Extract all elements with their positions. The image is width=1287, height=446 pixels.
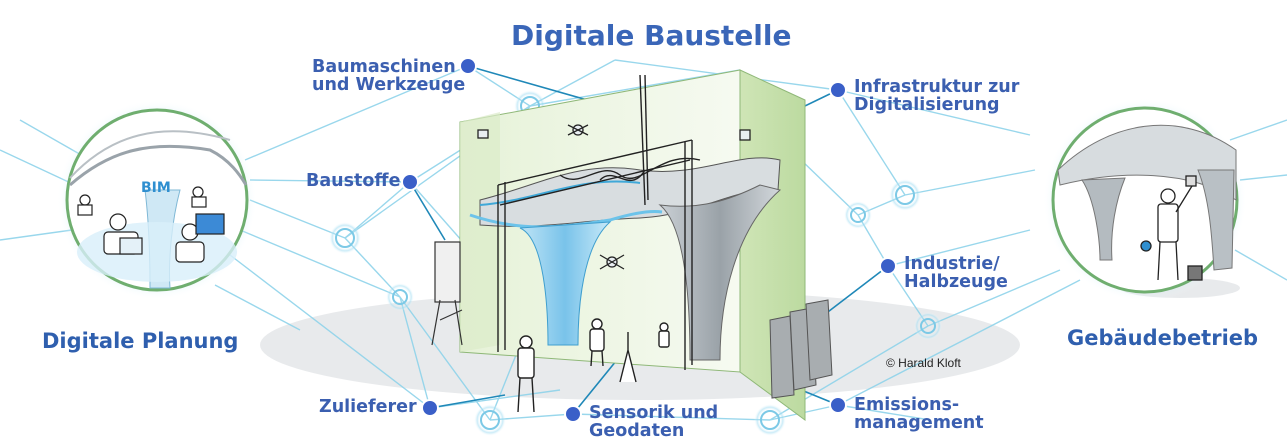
copyright-notice: © Harald Kloft [886, 356, 961, 370]
bim-label: BIM [141, 180, 171, 196]
node-label-baumaschinen-line1: Baumaschinen [312, 57, 456, 77]
node-label-sensorik: Sensorik und Geodaten [589, 404, 718, 441]
construction-site-illustration [431, 69, 833, 421]
node-label-baustoffe: Baustoffe [306, 171, 401, 191]
node-label-industrie-line2: Halbzeuge [904, 272, 1008, 293]
node-label-infrastruktur-line2: Digitalisierung [854, 95, 1000, 116]
node-label-baumaschinen-line2: und Werkzeuge [312, 75, 466, 96]
halo-rings [329, 90, 942, 436]
worker-figures [517, 318, 670, 413]
node-label-infrastruktur: Infrastruktur zur Digitalisierung [854, 78, 1019, 115]
operation-title: Gebäudebetrieb [1067, 326, 1259, 350]
node-label-industrie-line1: Industrie/ [904, 254, 1000, 274]
node-label-emissions: Emissions- management [854, 396, 984, 433]
node-label-sensorik-line1: Sensorik und [589, 403, 719, 423]
operation-circle [1043, 98, 1247, 302]
node-label-emissions-line2: management [854, 413, 984, 434]
node-label-industrie: Industrie/ Halbzeuge [904, 255, 1008, 292]
node-label-sensorik-line2: Geodaten [589, 421, 685, 442]
planning-title: Digitale Planung [42, 329, 239, 353]
diagram-title: Digitale Baustelle [511, 19, 792, 52]
node-label-zulieferer: Zulieferer [319, 397, 417, 417]
planning-circle [57, 100, 257, 300]
node-label-emissions-line1: Emissions- [854, 395, 960, 415]
node-dots [401, 57, 897, 423]
node-label-baumaschinen: Baumaschinen und Werkzeuge [312, 57, 466, 96]
node-label-infrastruktur-line1: Infrastruktur zur [854, 77, 1020, 97]
